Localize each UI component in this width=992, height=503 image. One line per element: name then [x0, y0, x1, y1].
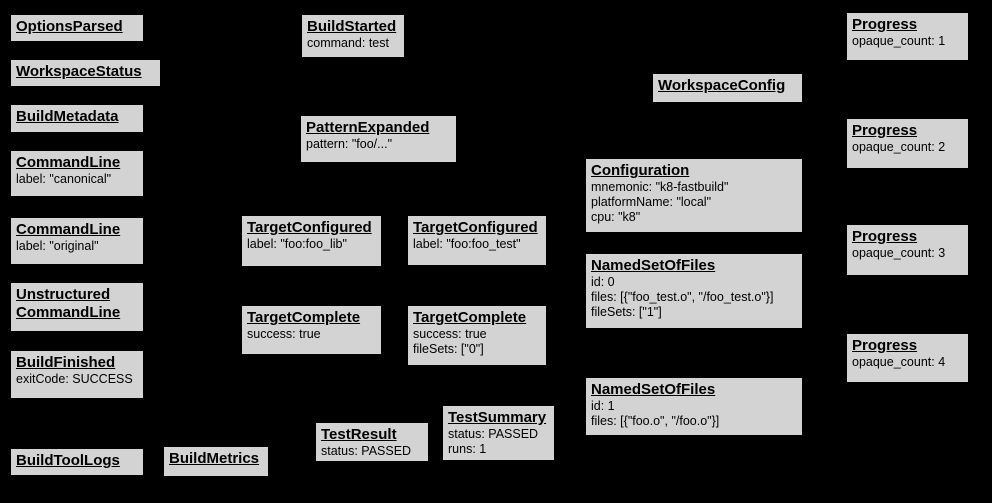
node-title: Configuration — [591, 162, 690, 179]
node-title: WorkspaceStatus — [16, 63, 142, 80]
node-build-tool-logs: BuildToolLogs — [10, 448, 144, 476]
node-field: label: "foo:foo_test" — [413, 236, 521, 251]
node-title: CommandLine — [16, 154, 121, 171]
node-title: TestSummary — [448, 409, 547, 426]
node-options-parsed: OptionsParsed — [10, 14, 144, 42]
node-field: label: "foo:foo_lib" — [247, 236, 347, 251]
node-title: Progress — [852, 122, 918, 139]
node-field: fileSets: ["1"] — [591, 304, 662, 319]
node-field: success: true — [413, 326, 487, 341]
node-title: TargetComplete — [413, 309, 527, 326]
node-field: mnemonic: "k8-fastbuild" — [591, 179, 729, 194]
node-field: fileSets: ["0"] — [413, 341, 484, 356]
node-title: BuildToolLogs — [16, 452, 120, 469]
node-field: command: test — [307, 35, 389, 50]
node-field: exitCode: SUCCESS — [16, 371, 133, 386]
node-title: TargetConfigured — [247, 219, 372, 236]
node-title: WorkspaceConfig — [658, 77, 786, 94]
node-title: BuildMetadata — [16, 108, 119, 125]
node-workspace-config: WorkspaceConfig — [652, 73, 803, 103]
node-field: cpu: "k8" — [591, 209, 641, 224]
node-field: runs: 1 — [448, 441, 487, 456]
node-title: NamedSetOfFiles — [591, 257, 716, 274]
node-field: id: 0 — [591, 274, 615, 289]
node-field: opaque_count: 2 — [852, 139, 946, 154]
node-field: opaque_count: 4 — [852, 354, 946, 369]
node-title: NamedSetOfFiles — [591, 381, 716, 398]
node-title: CommandLine — [16, 221, 121, 238]
node-title: TargetComplete — [247, 309, 361, 326]
node-field: platformName: "local" — [591, 194, 712, 209]
node-build-metadata: BuildMetadata — [10, 104, 144, 133]
node-field: success: true — [247, 326, 321, 341]
node-title: Progress — [852, 337, 918, 354]
node-field: label: "original" — [16, 238, 99, 253]
node-build-metrics: BuildMetrics — [163, 446, 269, 477]
node-title: TestResult — [321, 426, 397, 443]
node-field: id: 1 — [591, 398, 615, 413]
node-title: BuildStarted — [307, 18, 397, 35]
node-field: pattern: "foo/..." — [306, 136, 393, 151]
node-title: BuildMetrics — [169, 450, 260, 467]
node-field: files: [{"foo.o", "/foo.o"}] — [591, 413, 720, 428]
node-unstructured-command-line: Unstructured CommandLine — [10, 282, 144, 332]
node-title: PatternExpanded — [306, 119, 430, 136]
node-title: Progress — [852, 16, 918, 33]
node-title: Progress — [852, 228, 918, 245]
node-title: OptionsParsed — [16, 18, 123, 35]
node-title: BuildFinished — [16, 354, 116, 371]
node-title: TargetConfigured — [413, 219, 538, 236]
node-field: opaque_count: 3 — [852, 245, 946, 260]
node-field: status: PASSED — [448, 426, 539, 441]
node-field: status: PASSED — [321, 443, 412, 458]
node-title: Unstructured CommandLine — [16, 286, 121, 321]
node-workspace-status: WorkspaceStatus — [10, 59, 161, 87]
node-field: files: [{"foo_test.o", "/foo_test.o"}] — [591, 289, 774, 304]
node-field: label: "canonical" — [16, 171, 112, 186]
node-field: opaque_count: 1 — [852, 33, 946, 48]
